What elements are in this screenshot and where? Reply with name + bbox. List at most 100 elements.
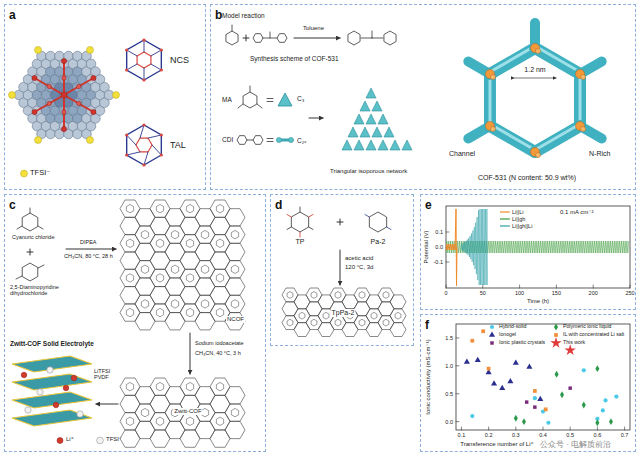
data-point <box>614 394 618 398</box>
legend-marker <box>550 337 561 348</box>
data-point <box>513 360 519 365</box>
hex-cell <box>378 288 394 302</box>
framework-structure <box>125 123 163 166</box>
hex-ring <box>201 265 208 273</box>
annotation-label: DIPEA <box>80 239 97 245</box>
legend-marker <box>500 211 510 212</box>
substituent-bond <box>287 215 291 218</box>
scatter-chart <box>456 324 630 430</box>
framework-node <box>125 68 128 71</box>
hex-cell <box>342 295 358 309</box>
hex-cell <box>330 288 346 302</box>
benzene-ring <box>384 31 396 45</box>
axis-tick-label: 0 <box>444 290 447 296</box>
hex-cell <box>195 421 215 438</box>
nitrogen-site <box>536 153 541 158</box>
framework-linker <box>151 64 161 70</box>
legend-marker <box>554 333 558 337</box>
hex-cell <box>165 278 185 295</box>
axis-tick-label: 0.0 <box>435 244 443 250</box>
data-point <box>537 396 543 401</box>
axis-tick <box>446 285 447 288</box>
hex-cell <box>120 378 140 395</box>
strut-highlight <box>490 124 535 150</box>
annotation-label: Pa-2 <box>371 238 386 246</box>
framework-net <box>282 288 406 336</box>
triangle-unit <box>378 140 388 150</box>
hex-ring <box>335 319 341 326</box>
hex-ring <box>231 265 238 273</box>
hex-cell <box>225 243 245 260</box>
bond-line <box>250 86 251 92</box>
data-point <box>603 398 607 402</box>
data-point <box>533 396 537 400</box>
hex-ring <box>299 312 305 319</box>
hex-cell <box>366 309 382 323</box>
hex-cell <box>306 288 322 302</box>
tfsi-anion <box>47 367 53 373</box>
hex-cell <box>342 323 358 337</box>
data-point <box>491 380 497 385</box>
tfsi-anion <box>87 137 94 144</box>
hex-ring <box>216 239 223 247</box>
tfsi-anion <box>35 46 42 53</box>
plus-sign <box>246 35 247 41</box>
hex-ring <box>216 382 223 390</box>
hex-ring <box>141 230 148 238</box>
hex-cell <box>150 395 170 412</box>
hex-cell <box>135 421 155 438</box>
porous-cage <box>9 46 120 143</box>
annotation-label: N-Rich <box>588 150 611 158</box>
hex-ring <box>156 274 163 282</box>
tfsi-anion-key <box>97 437 104 444</box>
axis-tick-label: 0.4 <box>539 432 547 438</box>
axis-tick <box>456 365 459 366</box>
data-point <box>544 407 548 411</box>
axis-title: Transference number of Li⁺ <box>460 441 533 448</box>
framework-edge <box>127 40 162 80</box>
tfsi-marker <box>21 170 28 177</box>
hex-cell <box>165 313 185 330</box>
hex-ring <box>186 274 193 282</box>
bond-line <box>38 265 44 268</box>
hex-cell <box>318 295 334 309</box>
annotation-label: C₂ᵥ <box>297 137 306 144</box>
hex-ring <box>383 319 389 326</box>
ion-site <box>61 92 67 98</box>
hex-cell <box>210 395 230 412</box>
bond-line <box>270 32 271 38</box>
strut-highlight <box>579 72 582 124</box>
data-point <box>514 415 518 422</box>
hex-ring <box>126 204 133 212</box>
nitrogen-site <box>531 44 540 53</box>
hex-cell <box>135 226 155 243</box>
benzene-ring <box>22 213 38 231</box>
hex-ring <box>186 308 193 316</box>
axis-title: Time (h) <box>527 298 549 305</box>
tfsi-anion <box>113 92 120 99</box>
triangle-unit <box>360 127 370 137</box>
hex-cell <box>150 378 170 395</box>
hex-cell <box>180 200 200 217</box>
hex-cell <box>390 309 406 323</box>
framework-node <box>125 153 128 156</box>
strut-highlight <box>535 124 580 150</box>
hex-cell <box>225 209 245 226</box>
hex-cell <box>354 288 370 302</box>
legend-marker <box>490 341 493 344</box>
data-point <box>525 400 528 403</box>
hex-ring <box>156 308 163 316</box>
data-point <box>546 421 550 425</box>
axis-tick-label: 0.1 <box>435 229 443 235</box>
axis-title: Potential (V) <box>423 230 430 263</box>
imidazole-ring <box>237 136 247 145</box>
annotation-label: NCS <box>170 55 189 65</box>
axis-tick-label: 0.2 <box>485 432 493 438</box>
framework-linker <box>152 145 161 155</box>
framework-node <box>142 163 145 166</box>
equals-sign <box>267 141 273 142</box>
substituent-bond <box>309 215 313 218</box>
hex-cell <box>366 295 382 309</box>
monomer-scheme <box>237 86 323 144</box>
tfsi-anion <box>25 407 31 413</box>
